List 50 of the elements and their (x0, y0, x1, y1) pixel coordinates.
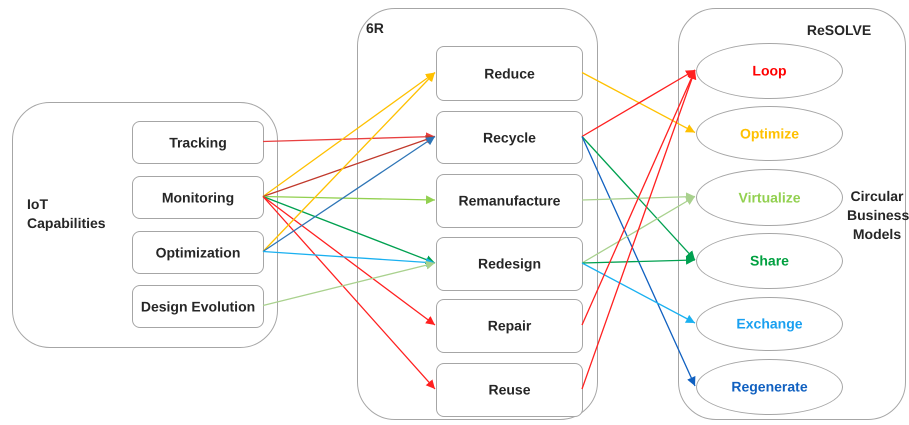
node-label: Tracking (168, 133, 228, 152)
arrow (582, 196, 696, 264)
arrow (582, 192, 696, 202)
group-heading: 6R (366, 19, 385, 38)
process-box (436, 363, 583, 417)
node-label: Exchange (735, 314, 804, 334)
arrow (262, 195, 436, 204)
arrow (262, 136, 436, 252)
group-heading: IoT Capabilities (27, 195, 107, 233)
group-panel (12, 102, 278, 348)
arrow (262, 72, 436, 198)
arrow (582, 136, 696, 260)
arrow (262, 196, 436, 326)
node-label: Virtualize (738, 188, 802, 207)
node-label: Regenerate (730, 378, 809, 396)
node-label: Share (749, 252, 790, 270)
group-heading: ReSOLVE (806, 21, 872, 40)
node-label: Remanufacture (458, 192, 562, 210)
node-label: Optimize (738, 124, 800, 143)
node-label: Monitoring (160, 188, 236, 207)
group-panel (357, 8, 598, 420)
process-box (436, 299, 583, 353)
node-label: Redesign (476, 254, 542, 274)
node-label: Optimization (154, 243, 242, 262)
arrow (262, 135, 436, 198)
process-box (436, 174, 583, 228)
arrow (582, 262, 696, 324)
node-label: Design Evolution (140, 297, 256, 316)
node-label: Repair (486, 316, 532, 336)
arrow (262, 72, 436, 252)
arrow (262, 260, 436, 306)
process-box (132, 285, 264, 328)
node-label: Recycle (482, 128, 537, 147)
arrow (262, 196, 436, 264)
node-label: Reuse (487, 380, 532, 400)
node-label: Loop (751, 62, 788, 80)
process-box (132, 176, 264, 219)
process-box (436, 111, 583, 164)
process-box (436, 46, 583, 101)
arrow (581, 70, 696, 326)
arrow (582, 256, 696, 265)
arrow (262, 132, 436, 142)
arrow (581, 136, 696, 386)
node-label: Reduce (483, 64, 536, 83)
group-label: Circular Business Models (847, 187, 907, 244)
process-box (436, 237, 583, 291)
arrow (262, 250, 436, 267)
process-box (132, 231, 264, 274)
process-box (132, 121, 264, 164)
arrow (262, 196, 436, 390)
